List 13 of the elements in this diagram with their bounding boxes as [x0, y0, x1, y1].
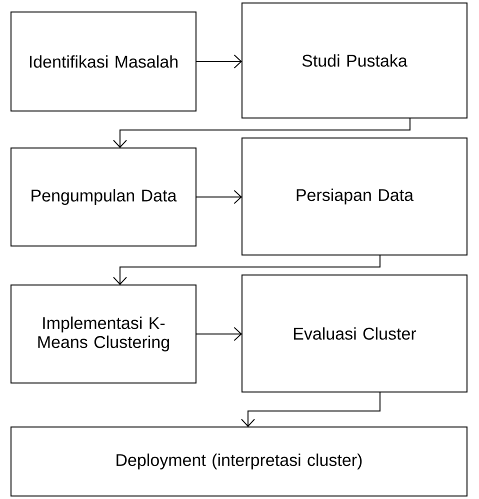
process-box: Evaluasi Cluster: [242, 274, 468, 392]
process-box: Pengumpulan Data: [10, 148, 196, 246]
process-box: Identifikasi Masalah: [10, 12, 196, 112]
process-box: Implementasi K-Means Clustering: [10, 284, 196, 384]
arrow: [196, 54, 242, 68]
arrow: [113, 118, 410, 148]
process-box: Deployment (interpretasi cluster): [10, 426, 468, 496]
arrow: [196, 190, 242, 204]
arrow: [113, 254, 380, 285]
arrow: [241, 392, 380, 427]
arrow: [196, 327, 242, 341]
process-box: Persiapan Data: [242, 138, 468, 256]
process-box: Studi Pustaka: [242, 2, 468, 118]
